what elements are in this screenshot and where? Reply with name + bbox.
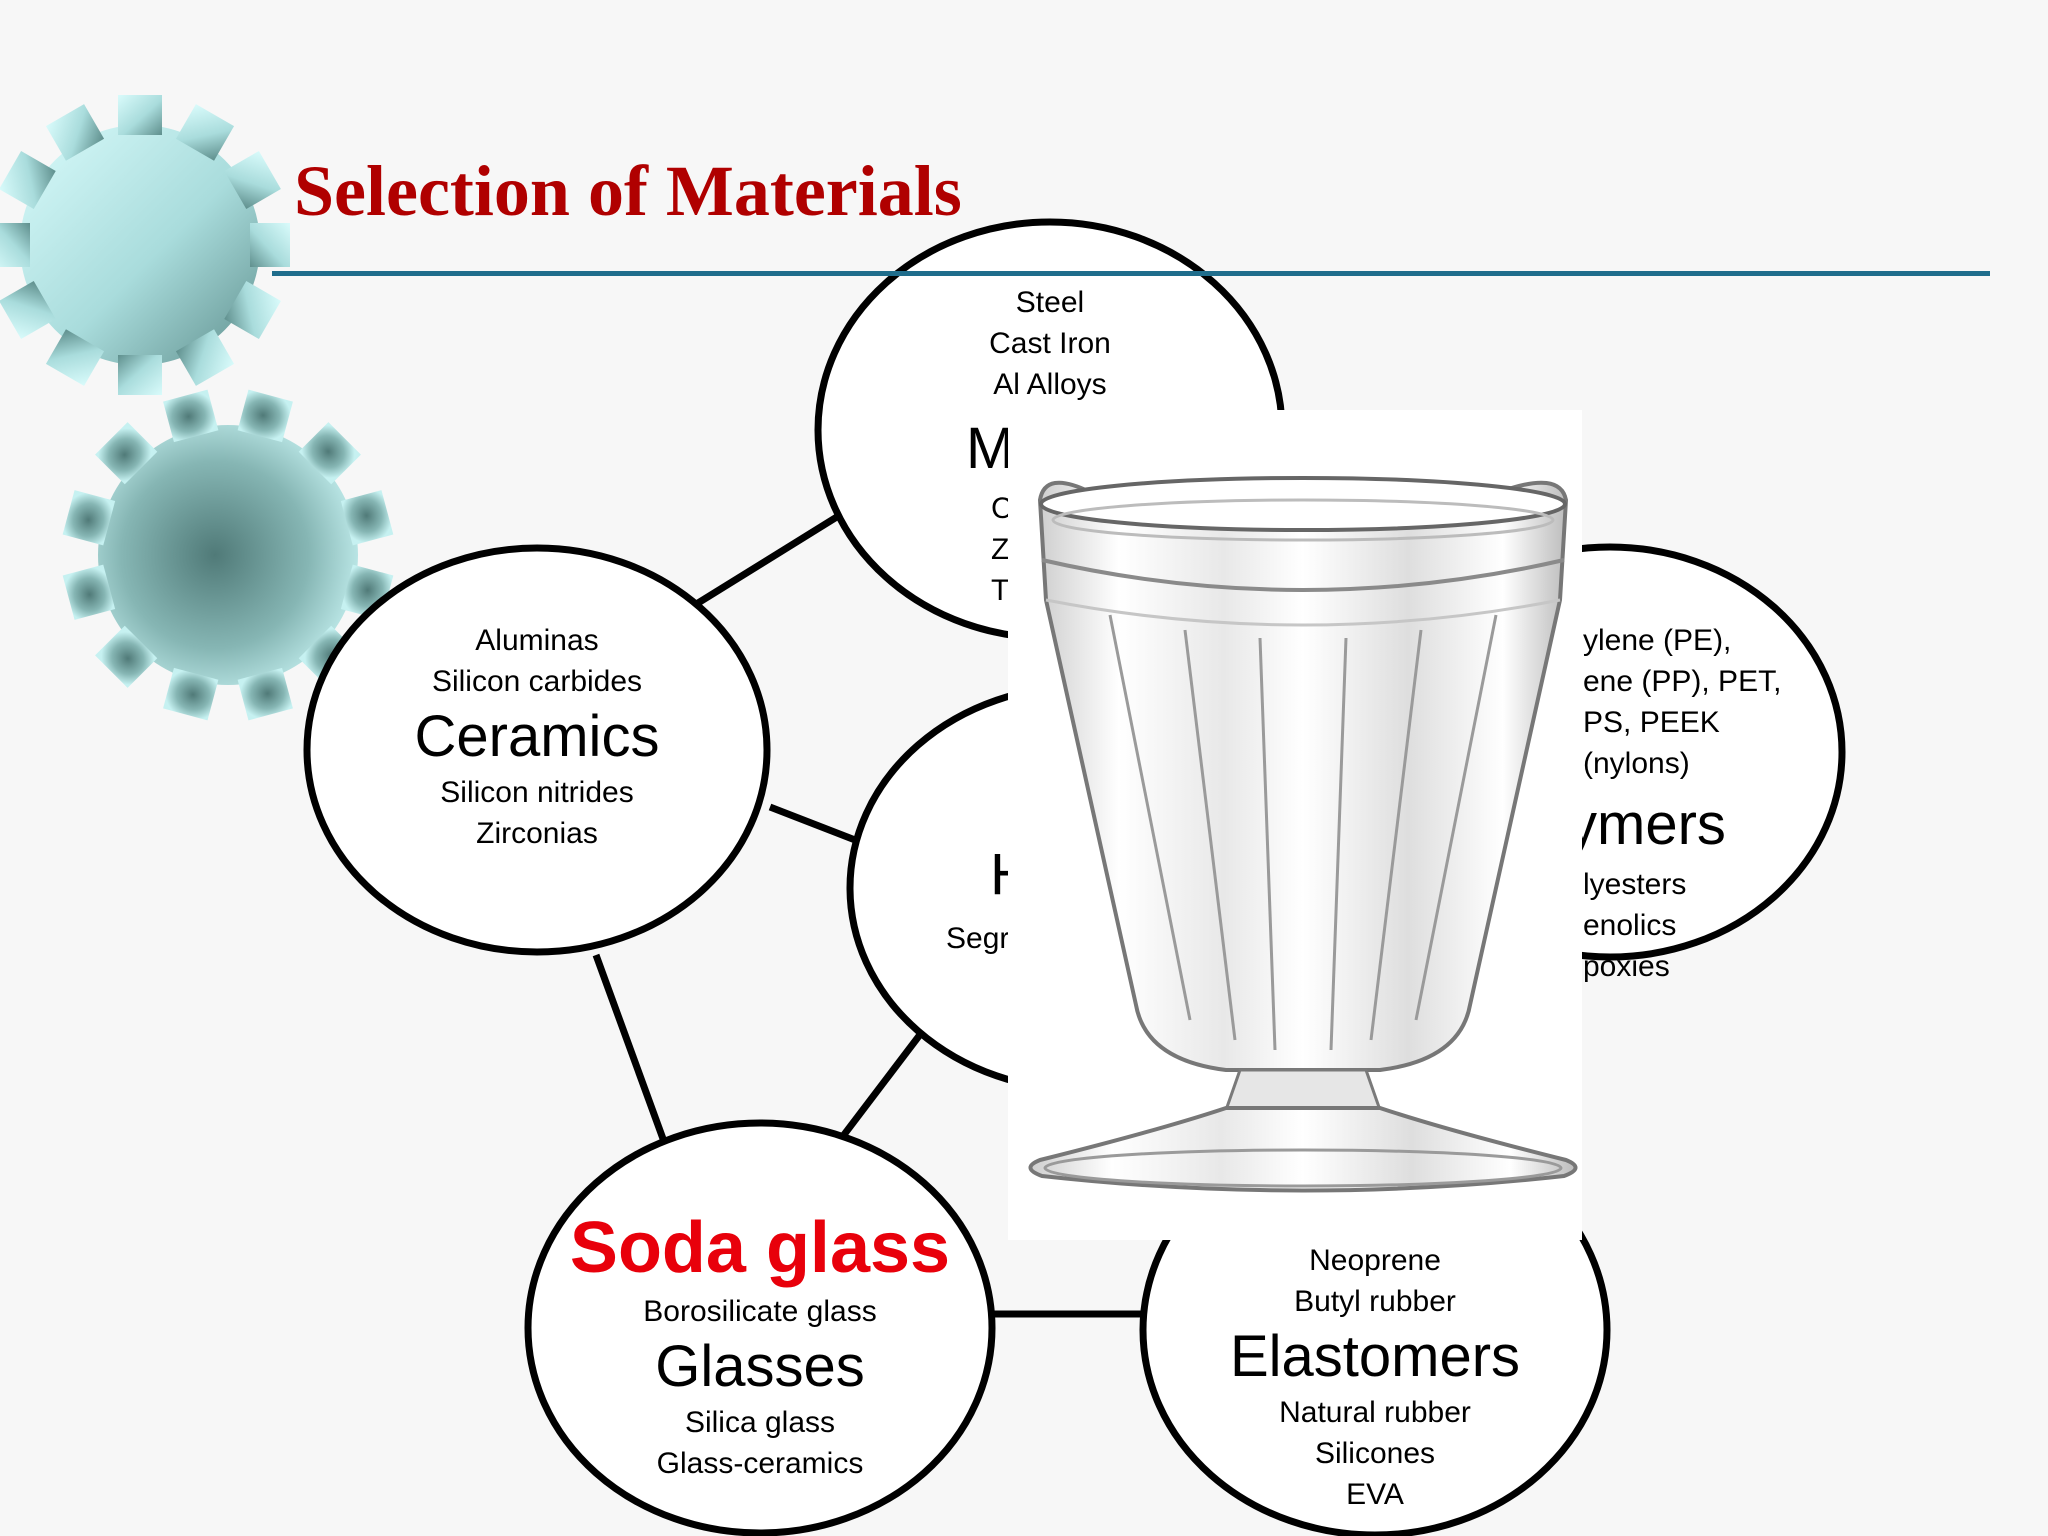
title-rule bbox=[272, 271, 1990, 276]
glasses-node: Soda glass Borosilicate glass Glasses Si… bbox=[560, 1205, 960, 1484]
metals-item: Steel bbox=[1015, 286, 1085, 319]
elastomers-item: Silicones bbox=[1314, 1437, 1436, 1470]
hybrids-name-partial: H bbox=[990, 842, 1032, 907]
glasses-ellipse bbox=[524, 1119, 996, 1536]
gear-icon bbox=[62, 389, 394, 721]
ceramics-ellipse bbox=[303, 544, 771, 956]
gear-icon bbox=[0, 95, 290, 395]
ceramics-node: Aluminas Silicon carbides Ceramics Silic… bbox=[387, 620, 687, 854]
polymers-bottom-partial: lyesters enolics poxies bbox=[1583, 868, 1687, 983]
glasses-item: Glass-ceramics bbox=[656, 1447, 864, 1480]
hybrids-ellipse bbox=[846, 682, 1318, 1094]
ceramics-label: Ceramics bbox=[414, 704, 660, 769]
ceramics-item: Aluminas bbox=[475, 624, 599, 657]
metals-bottom-partial: C Z T bbox=[991, 492, 1013, 607]
metals-item: Al Alloys bbox=[993, 368, 1107, 401]
metals-node: Steel Cast Iron Al Alloys bbox=[900, 282, 1200, 405]
ceramics-item: Zirconias bbox=[476, 817, 598, 850]
slide-title: Selection of Materials bbox=[294, 151, 962, 231]
glasses-item: Silica glass bbox=[684, 1406, 836, 1439]
polymers-top-partial: ylene (PE), ene (PP), PET, PS, PEEK (nyl… bbox=[1583, 624, 1782, 780]
elastomers-item: EVA bbox=[1346, 1478, 1404, 1511]
metals-item: Cast Iron bbox=[989, 327, 1111, 360]
elastomers-item: Neoprene bbox=[1309, 1244, 1441, 1277]
glasses-highlight: Soda glass bbox=[569, 1208, 951, 1288]
polymers-name-partial: ymers bbox=[1568, 792, 1726, 857]
elastomers-label: Elastomers bbox=[1229, 1324, 1521, 1389]
connector-lines bbox=[592, 507, 1146, 1318]
glasses-item: Borosilicate glass bbox=[643, 1295, 877, 1328]
ceramics-item: Silicon carbides bbox=[431, 665, 643, 698]
ceramics-item: Silicon nitrides bbox=[440, 776, 634, 809]
elastomers-node: Neoprene Butyl rubber Elastomers Natural… bbox=[1175, 1240, 1575, 1515]
metals-name-partial: M bbox=[966, 416, 1015, 481]
hybrids-bottom-partial: Segr bbox=[946, 922, 1010, 955]
glasses-label: Glasses bbox=[655, 1334, 865, 1399]
elastomers-item: Butyl rubber bbox=[1294, 1285, 1456, 1318]
elastomers-item: Natural rubber bbox=[1279, 1396, 1471, 1429]
